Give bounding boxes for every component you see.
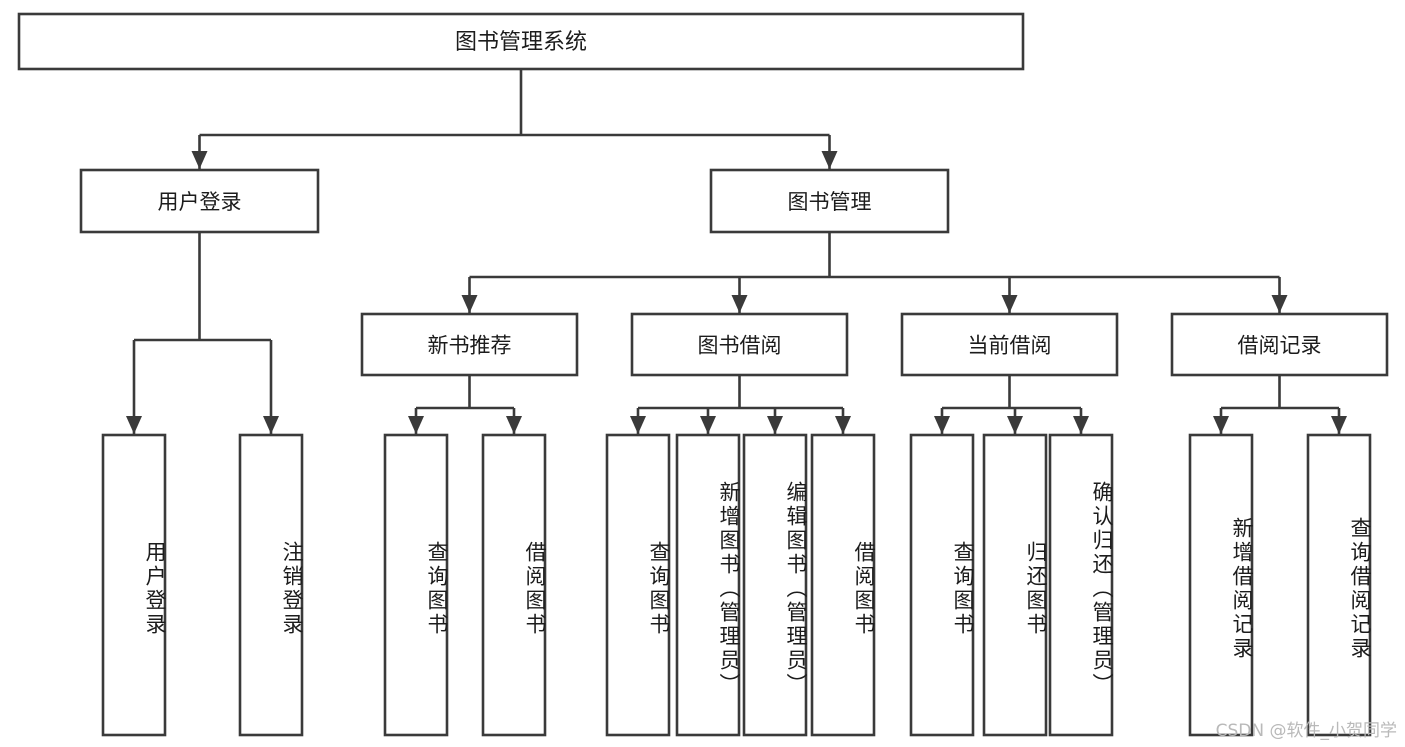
node-label-current-borrow: 当前借阅 bbox=[968, 334, 1052, 358]
leaf-leaf-user-login[interactable] bbox=[101, 433, 167, 737]
leaf-leaf-borrow-book-2[interactable] bbox=[810, 433, 876, 737]
arrow-head-icon bbox=[934, 416, 950, 434]
node-label-root: 图书管理系统 bbox=[455, 30, 587, 55]
arrow-head-icon bbox=[821, 151, 838, 169]
leaf-leaf-edit-book[interactable] bbox=[742, 433, 808, 737]
arrow-head-icon bbox=[767, 416, 783, 434]
arrow-head-icon bbox=[700, 416, 716, 434]
leaf-leaf-query-record[interactable] bbox=[1306, 433, 1372, 737]
node-book-manage[interactable] bbox=[709, 168, 950, 234]
node-book-borrow[interactable] bbox=[630, 312, 849, 377]
node-label-book-borrow: 图书借阅 bbox=[698, 334, 782, 358]
leaf-leaf-confirm-return[interactable] bbox=[1048, 433, 1114, 737]
leaf-leaf-user-logout[interactable] bbox=[238, 433, 304, 737]
leaf-leaf-query-book-3[interactable] bbox=[909, 433, 975, 737]
node-label-book-manage: 图书管理 bbox=[788, 190, 872, 214]
arrow-head-icon bbox=[1213, 416, 1229, 434]
node-root[interactable] bbox=[17, 12, 1025, 71]
node-label-user-login: 用户登录 bbox=[158, 190, 242, 214]
leaf-leaf-borrow-book-1[interactable] bbox=[481, 433, 547, 737]
arrow-head-icon bbox=[835, 416, 851, 434]
arrow-head-icon bbox=[506, 416, 522, 434]
arrow-head-icon bbox=[126, 416, 142, 434]
arrow-head-icon bbox=[408, 416, 424, 434]
watermark: CSDN @软件_小贺同学 bbox=[1215, 721, 1397, 741]
node-user-login[interactable] bbox=[79, 168, 320, 234]
box-layer bbox=[17, 12, 1389, 737]
leaf-leaf-query-book-1[interactable] bbox=[383, 433, 449, 737]
arrow-head-icon bbox=[1271, 295, 1288, 313]
arrow-head-icon bbox=[191, 151, 208, 169]
arrow-head-icon bbox=[461, 295, 478, 313]
node-current-borrow[interactable] bbox=[900, 312, 1119, 377]
arrow-head-icon bbox=[1331, 416, 1347, 434]
node-label-borrow-record: 借阅记录 bbox=[1238, 334, 1322, 358]
arrow-head-icon bbox=[1001, 295, 1018, 313]
leaf-leaf-return-book[interactable] bbox=[982, 433, 1048, 737]
connector-layer bbox=[126, 69, 1347, 434]
arrow-head-icon bbox=[630, 416, 646, 434]
node-new-book-recommend[interactable] bbox=[360, 312, 579, 377]
leaf-leaf-add-record[interactable] bbox=[1188, 433, 1254, 737]
arrow-head-icon bbox=[1007, 416, 1023, 434]
arrow-head-icon bbox=[731, 295, 748, 313]
node-borrow-record[interactable] bbox=[1170, 312, 1389, 377]
leaf-leaf-query-book-2[interactable] bbox=[605, 433, 671, 737]
arrow-head-icon bbox=[1073, 416, 1089, 434]
node-label-new-book-recommend: 新书推荐 bbox=[428, 334, 512, 358]
arrow-head-icon bbox=[263, 416, 279, 434]
leaf-leaf-add-book[interactable] bbox=[675, 433, 741, 737]
